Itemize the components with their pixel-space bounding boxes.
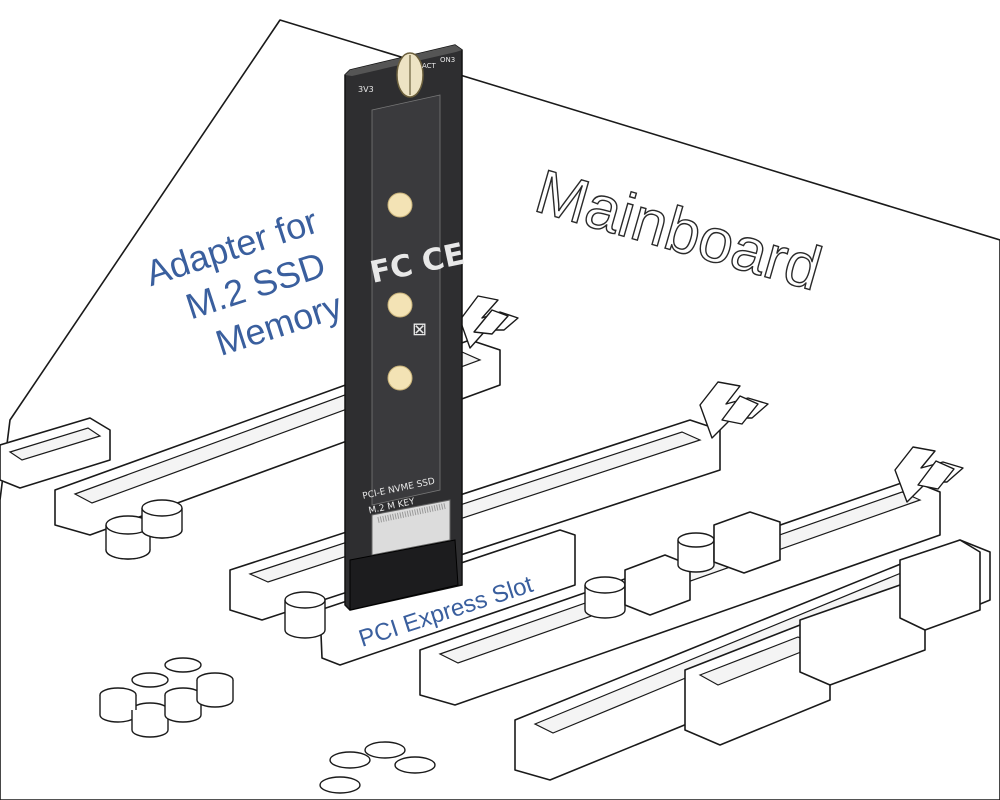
pcb-marking-act: ACT <box>422 62 437 70</box>
mounting-pad-2 <box>387 292 413 318</box>
pcb-weee-icon: ⊠ <box>412 319 427 340</box>
pcb-marking-3v3: 3V3 <box>358 85 374 94</box>
m2-socket <box>371 499 451 556</box>
m2-adapter-card: 3V3 ACT ON3 FC CE ⊠ PCI-E NVME SSD M.2 M… <box>344 44 468 611</box>
capacitor-near-slot <box>284 591 326 639</box>
capacitor-group-middle <box>584 511 781 619</box>
pcb-marking-on3: ON3 <box>440 56 455 64</box>
left-expansion-slot <box>0 417 111 489</box>
capacitor-cluster-bottom <box>99 657 436 794</box>
pcie-edge-connector <box>349 539 459 611</box>
pcie-label-plate <box>319 529 576 666</box>
connector-blocks <box>684 539 981 746</box>
mounting-pad-3 <box>387 365 413 391</box>
mounting-pad-1 <box>387 192 413 218</box>
capacitor-group-left <box>105 499 183 560</box>
